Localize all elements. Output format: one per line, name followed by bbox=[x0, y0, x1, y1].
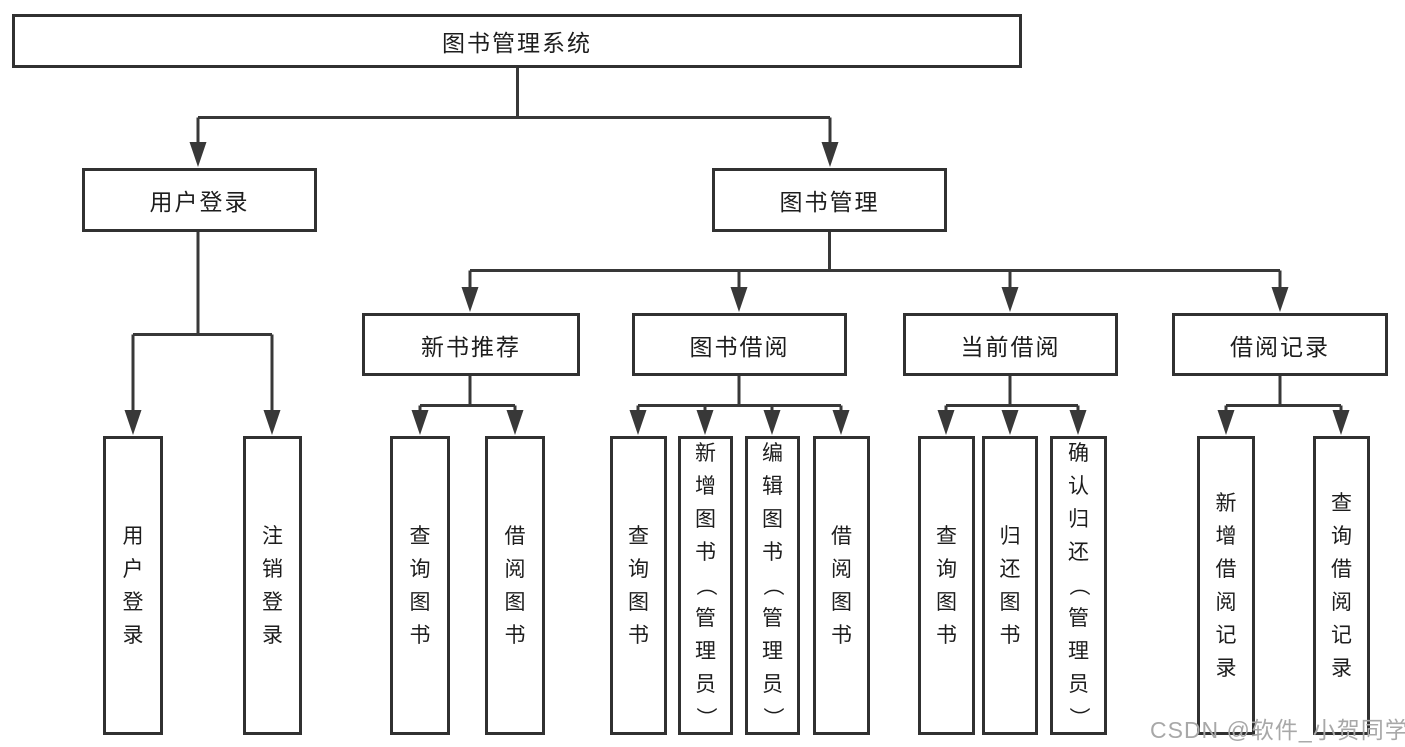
leaf-borrow-books-recommend: 借阅图书 bbox=[485, 436, 545, 735]
leaf-confirm-return-admin: 确认归还（管理员） bbox=[1050, 436, 1107, 735]
leaf-query-books-recommend: 查询图书 bbox=[390, 436, 450, 735]
leaf-user-login: 用户登录 bbox=[103, 436, 163, 735]
connector-path bbox=[131, 68, 1343, 414]
leaf-return-books: 归还图书 bbox=[982, 436, 1038, 735]
node-book-management: 图书管理 bbox=[712, 168, 947, 232]
node-current-borrowing: 当前借阅 bbox=[903, 313, 1118, 376]
leaf-add-books-admin: 新增图书（管理员） bbox=[678, 436, 733, 735]
node-book-borrowing: 图书借阅 bbox=[632, 313, 847, 376]
leaf-query-books-borrowing: 查询图书 bbox=[610, 436, 667, 735]
node-new-book-recommend: 新书推荐 bbox=[362, 313, 580, 376]
leaf-query-books-current: 查询图书 bbox=[918, 436, 975, 735]
arrowhead-icons bbox=[124, 142, 1350, 435]
leaf-add-borrow-record: 新增借阅记录 bbox=[1197, 436, 1255, 735]
node-user-login: 用户登录 bbox=[82, 168, 317, 232]
node-borrow-records: 借阅记录 bbox=[1172, 313, 1388, 376]
node-library-management-system: 图书管理系统 bbox=[12, 14, 1022, 68]
leaf-query-borrow-record: 查询借阅记录 bbox=[1313, 436, 1370, 735]
leaf-borrow-books: 借阅图书 bbox=[813, 436, 870, 735]
watermark: CSDN @软件_小贺同学 bbox=[1150, 717, 1405, 743]
leaf-logout: 注销登录 bbox=[243, 436, 302, 735]
leaf-edit-books-admin: 编辑图书（管理员） bbox=[745, 436, 800, 735]
